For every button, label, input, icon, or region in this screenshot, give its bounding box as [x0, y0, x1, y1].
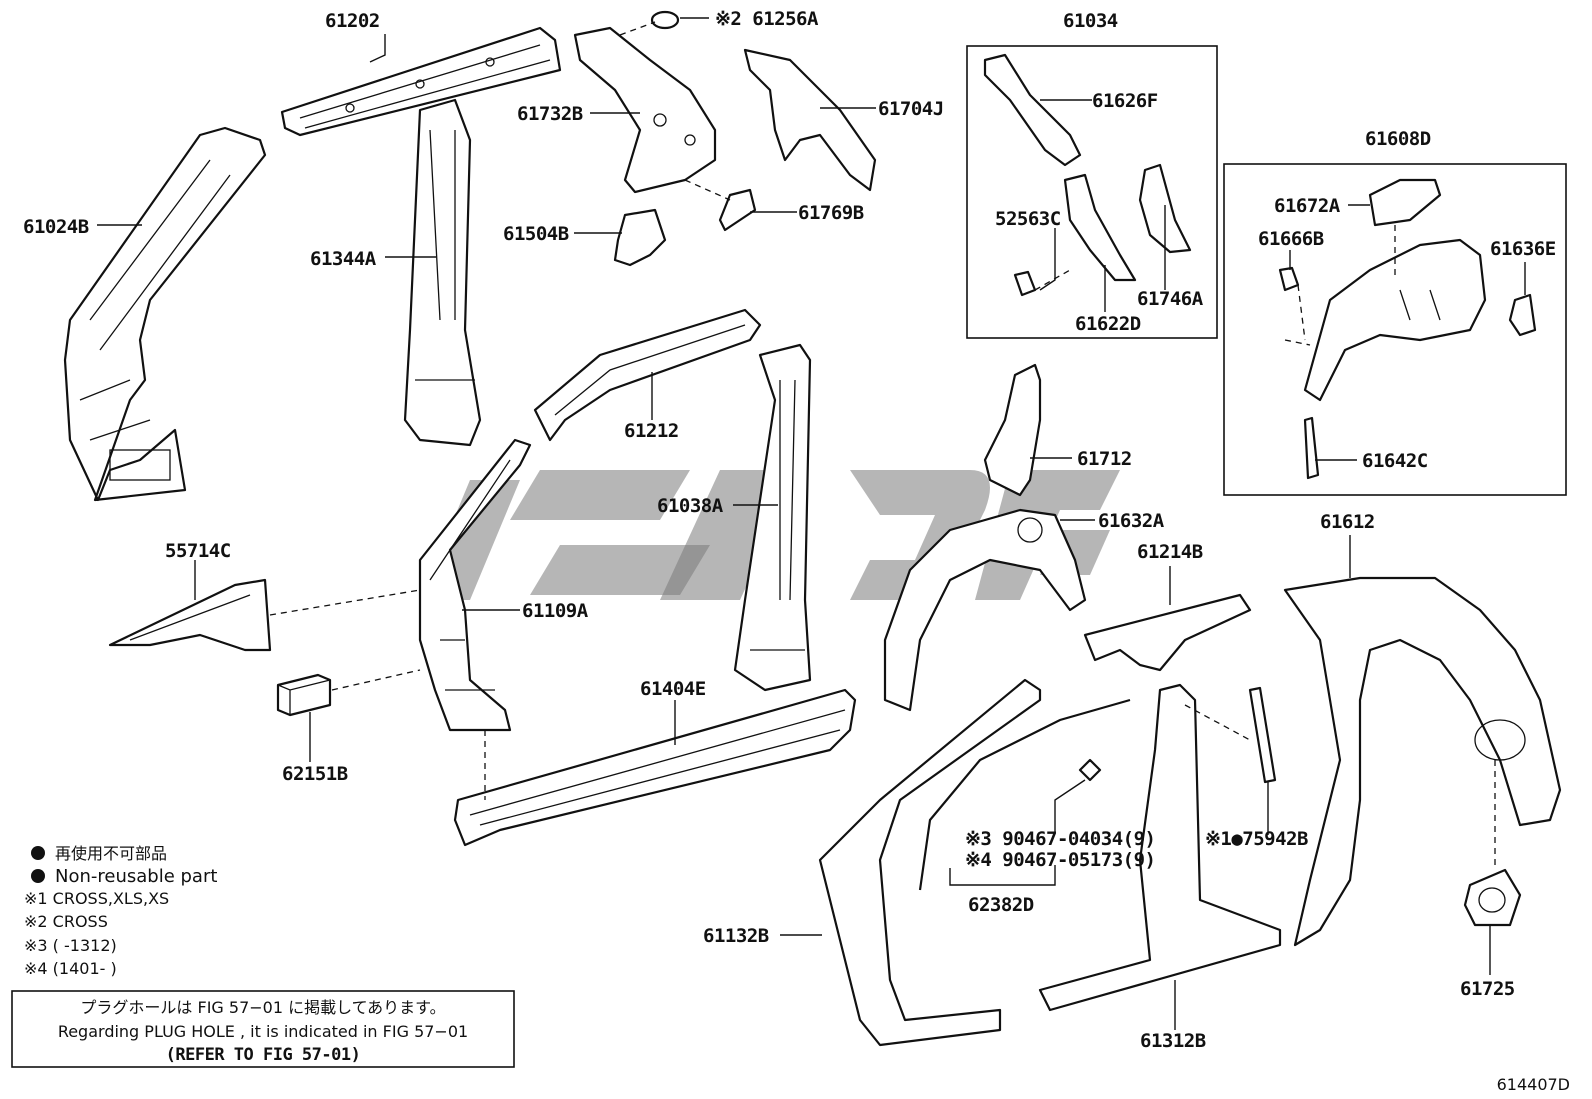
part-61769B	[718, 188, 757, 232]
label-90467-04034: ※3 90467-04034(9)	[965, 828, 1155, 850]
part-61404E	[453, 688, 857, 847]
part-61132B	[818, 678, 1042, 1047]
notice-line-jp: プラグホールは FIG 57−01 に掲載してあります。	[80, 998, 445, 1017]
part-75942B	[1248, 686, 1277, 784]
part-61038A	[733, 343, 812, 692]
label-61666B: 61666B	[1258, 228, 1324, 250]
label-61132B: 61132B	[703, 925, 769, 947]
label-61626F: 61626F	[1092, 90, 1158, 112]
legend-note-3: ※3 ( -1312)	[24, 936, 117, 955]
label-61344A: 61344A	[310, 248, 377, 270]
label-90467-05173: ※4 90467-05173(9)	[965, 849, 1155, 871]
label-61202: 61202	[325, 10, 380, 32]
part-52563C	[1013, 270, 1037, 297]
label-52563C: 52563C	[995, 208, 1061, 230]
label-61632A: 61632A	[1098, 510, 1165, 532]
label-61622D: 61622D	[1075, 313, 1141, 335]
part-90467-clip	[1078, 758, 1102, 782]
part-61344A	[403, 98, 482, 447]
leader-lines	[97, 17, 1526, 1030]
label-61746A: 61746A	[1137, 288, 1204, 310]
label-61212: 61212	[624, 420, 679, 442]
group-box-61034	[966, 45, 1218, 339]
label-61769B: 61769B	[798, 202, 864, 224]
part-61622D	[1063, 173, 1137, 282]
part-61612	[1283, 576, 1562, 947]
part-61672A	[1368, 178, 1442, 227]
part-61732B	[573, 26, 717, 194]
plug-hole-notice: プラグホールは FIG 57−01 に掲載してあります。 Regarding P…	[11, 990, 515, 1068]
part-61636E	[1508, 293, 1537, 337]
notice-line-en: Regarding PLUG HOLE , it is indicated in…	[58, 1022, 468, 1041]
part-61626F	[983, 53, 1082, 167]
part-wheelhouse-inner	[1303, 238, 1487, 402]
label-61034: 61034	[1063, 10, 1118, 32]
legend-note-1: ※1 CROSS,XLS,XS	[24, 889, 169, 908]
label-61642C: 61642C	[1362, 450, 1428, 472]
label-61214B: 61214B	[1137, 541, 1203, 563]
part-61109A	[418, 438, 532, 732]
figure-id: 614407D	[1497, 1075, 1570, 1094]
legend-jp: 再使用不可部品	[55, 844, 167, 863]
label-61608D: 61608D	[1365, 128, 1431, 150]
label-62151B: 62151B	[282, 763, 348, 785]
legend-note-2: ※2 CROSS	[24, 912, 108, 931]
legend: 再使用不可部品 Non-reusable part ※1 CROSS,XLS,X…	[24, 844, 217, 978]
part-61256A	[650, 10, 680, 30]
label-61256A: ※2 61256A	[715, 8, 819, 30]
notice-refer: (REFER TO FIG 57-01)	[166, 1045, 361, 1065]
label-75942B: ※1●75942B	[1205, 828, 1308, 850]
part-61725	[1463, 868, 1522, 927]
notice-box	[11, 990, 515, 1068]
label-61312B: 61312B	[1140, 1030, 1206, 1052]
label-61725: 61725	[1460, 978, 1515, 1000]
bullet-icon	[31, 846, 45, 860]
part-55714C	[108, 578, 272, 652]
label-61024B: 61024B	[23, 216, 89, 238]
label-55714C: 55714C	[165, 540, 231, 562]
label-61038A: 61038A	[657, 495, 724, 517]
legend-note-4: ※4 (1401- )	[24, 959, 117, 978]
label-61704J: 61704J	[878, 98, 944, 120]
label-61672A: 61672A	[1274, 195, 1341, 217]
legend-en: Non-reusable part	[55, 866, 217, 887]
part-61704J	[743, 48, 877, 192]
part-labels: 61202 ※2 61256A 61034 61732B 61704J 6162…	[23, 8, 1556, 1052]
label-61636E: 61636E	[1490, 238, 1556, 260]
part-61666B	[1278, 266, 1300, 292]
bullet-icon	[31, 869, 45, 883]
part-61642C	[1303, 416, 1320, 480]
label-61504B: 61504B	[503, 223, 569, 245]
part-61212	[533, 308, 762, 442]
part-61632A	[883, 508, 1087, 712]
label-61109A: 61109A	[522, 600, 589, 622]
part-61202	[280, 26, 562, 137]
dashed-connectors	[269, 21, 1496, 870]
label-62382D: 62382D	[968, 894, 1034, 916]
label-61612: 61612	[1320, 511, 1375, 533]
part-61504B	[613, 208, 667, 267]
label-61732B: 61732B	[517, 103, 583, 125]
part-62382D	[918, 698, 1131, 891]
label-61404E: 61404E	[640, 678, 706, 700]
label-61712: 61712	[1077, 448, 1132, 470]
part-61312B	[1038, 683, 1282, 1012]
part-62151B	[276, 673, 332, 717]
part-61712	[983, 363, 1042, 497]
group-box-61608D	[1223, 163, 1567, 496]
part-61024B	[63, 126, 267, 502]
part-61214B	[1083, 593, 1252, 672]
